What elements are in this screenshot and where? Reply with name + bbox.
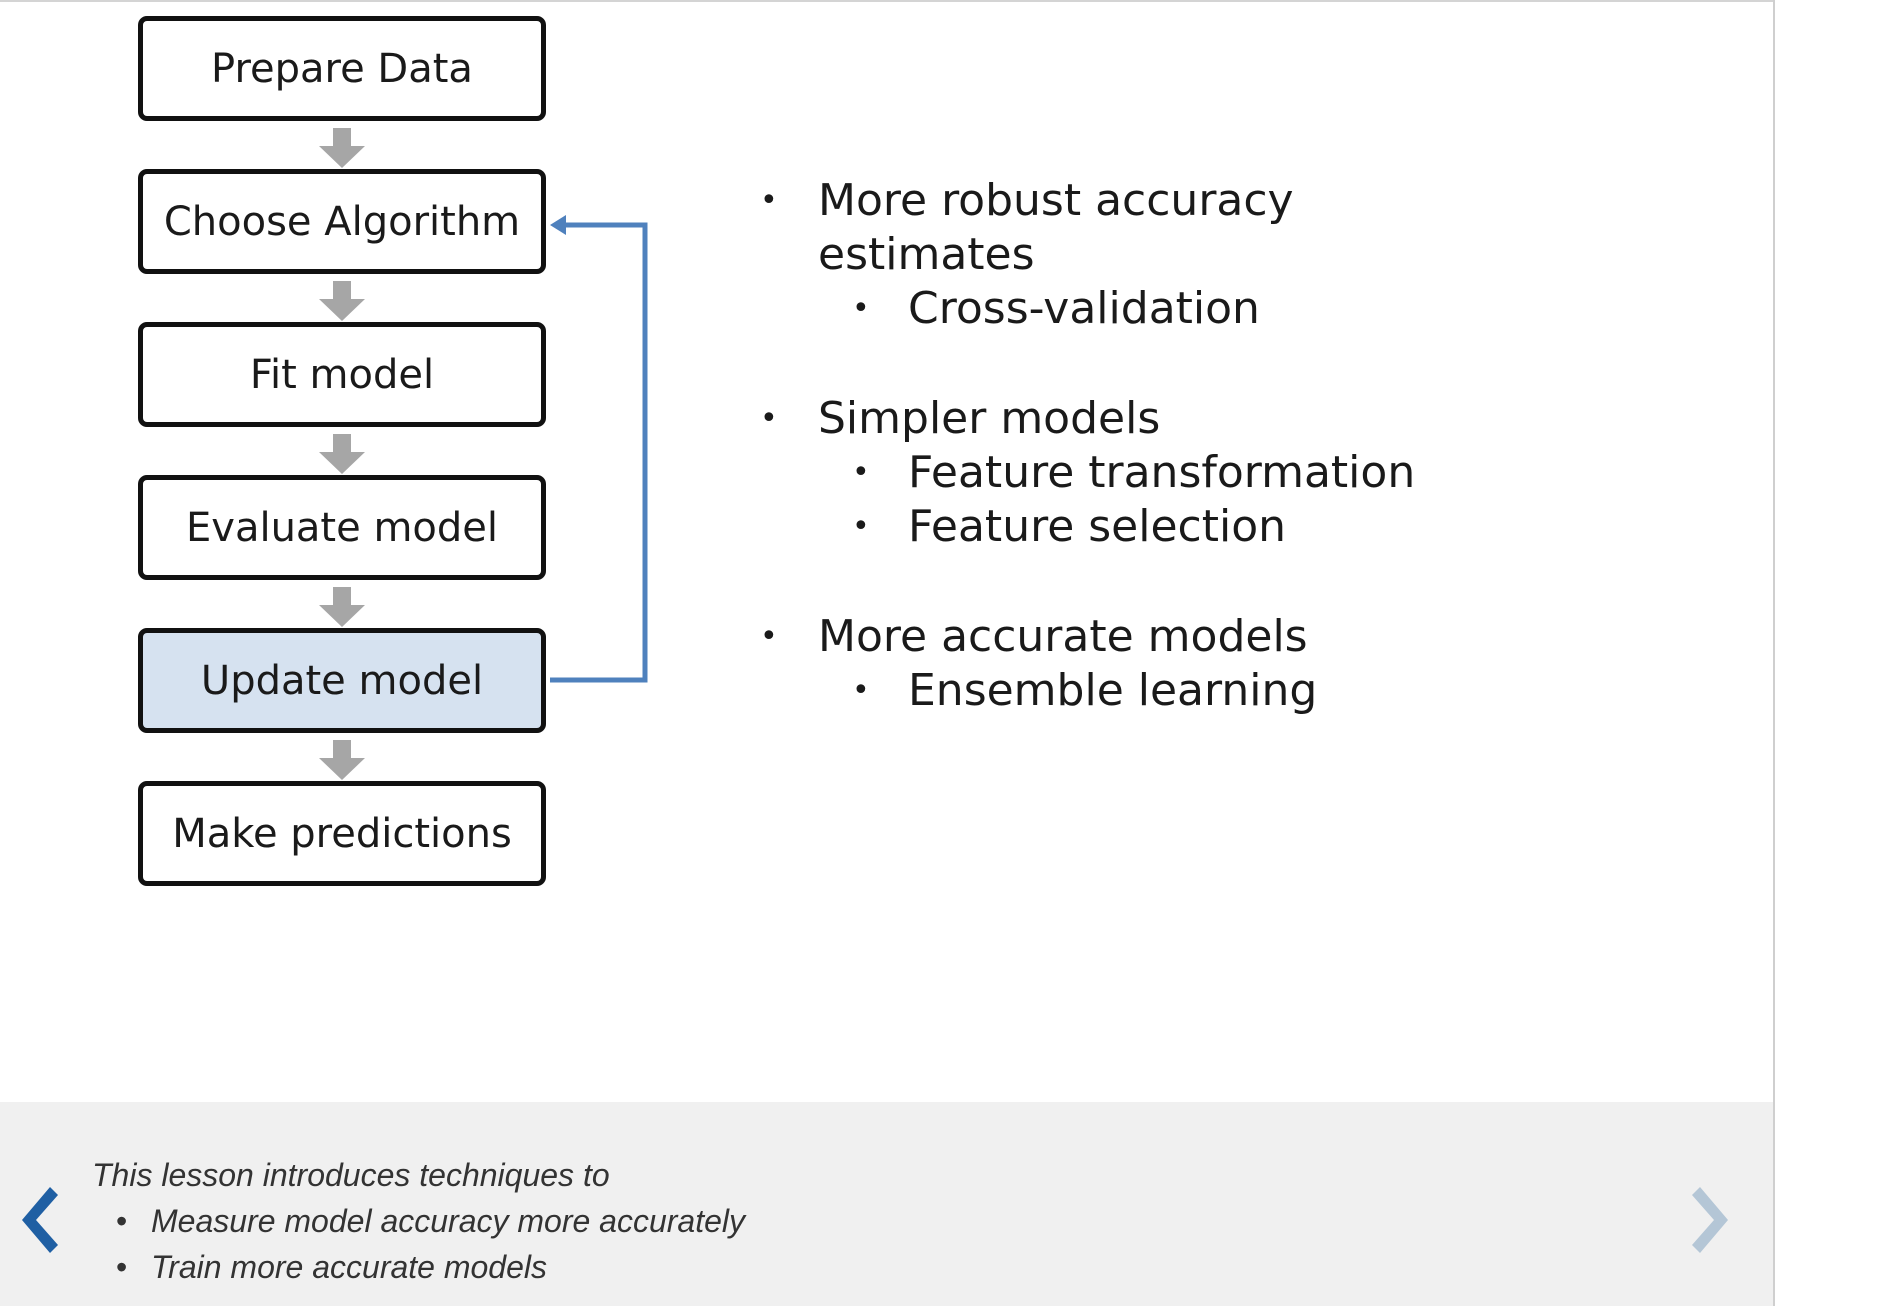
feedback-loop-arrow [550,215,648,683]
notes-item: Train more accurate models [92,1244,745,1290]
down-arrow-icon [319,740,365,780]
notes-item: Measure model accuracy more accurately [92,1198,745,1244]
flow-step-label: Fit model [249,351,435,398]
bullet-feature-transformation: Feature transformation [760,446,1660,500]
bullet-cross-validation: Cross-validation [760,282,1660,336]
right-side-panel [1773,0,1902,1306]
flow-step-make-predictions: Make predictions [138,781,546,886]
down-arrow-icon [319,587,365,627]
flow-step-label: Prepare Data [211,45,473,92]
flow-step-update-model: Update model [138,628,546,733]
flow-step-label: Choose Algorithm [163,198,521,245]
flow-step-label: Evaluate model [186,504,498,551]
chevron-left-icon[interactable] [10,1185,60,1255]
bullet-robust-accuracy: More robust accuracy estimates [760,174,1660,282]
lesson-notes-panel: This lesson introduces techniques to Mea… [0,1102,1773,1306]
notes-intro: This lesson introduces techniques to [92,1157,610,1193]
lesson-notes-text: This lesson introduces techniques to Mea… [92,1152,745,1290]
bullet-feature-selection: Feature selection [760,500,1660,554]
chevron-right-icon[interactable] [1690,1185,1740,1255]
flow-step-label: Update model [200,657,484,704]
slide-canvas: Prepare Data Choose Algorithm Fit model … [0,2,1773,1102]
flow-step-label: Make predictions [172,810,512,857]
flow-step-fit-model: Fit model [138,322,546,427]
down-arrow-icon [319,128,365,168]
down-arrow-icon [319,281,365,321]
bullet-more-accurate-models: More accurate models [760,610,1660,664]
flow-step-prepare-data: Prepare Data [138,16,546,121]
flow-step-evaluate-model: Evaluate model [138,475,546,580]
technique-bullets: More robust accuracy estimates Cross-val… [760,174,1660,718]
down-arrow-icon [319,434,365,474]
top-divider [0,0,1773,2]
bullet-simpler-models: Simpler models [760,392,1660,446]
bullet-ensemble-learning: Ensemble learning [760,664,1660,718]
notes-list: Measure model accuracy more accurately T… [92,1198,745,1290]
flow-step-choose-algorithm: Choose Algorithm [138,169,546,274]
